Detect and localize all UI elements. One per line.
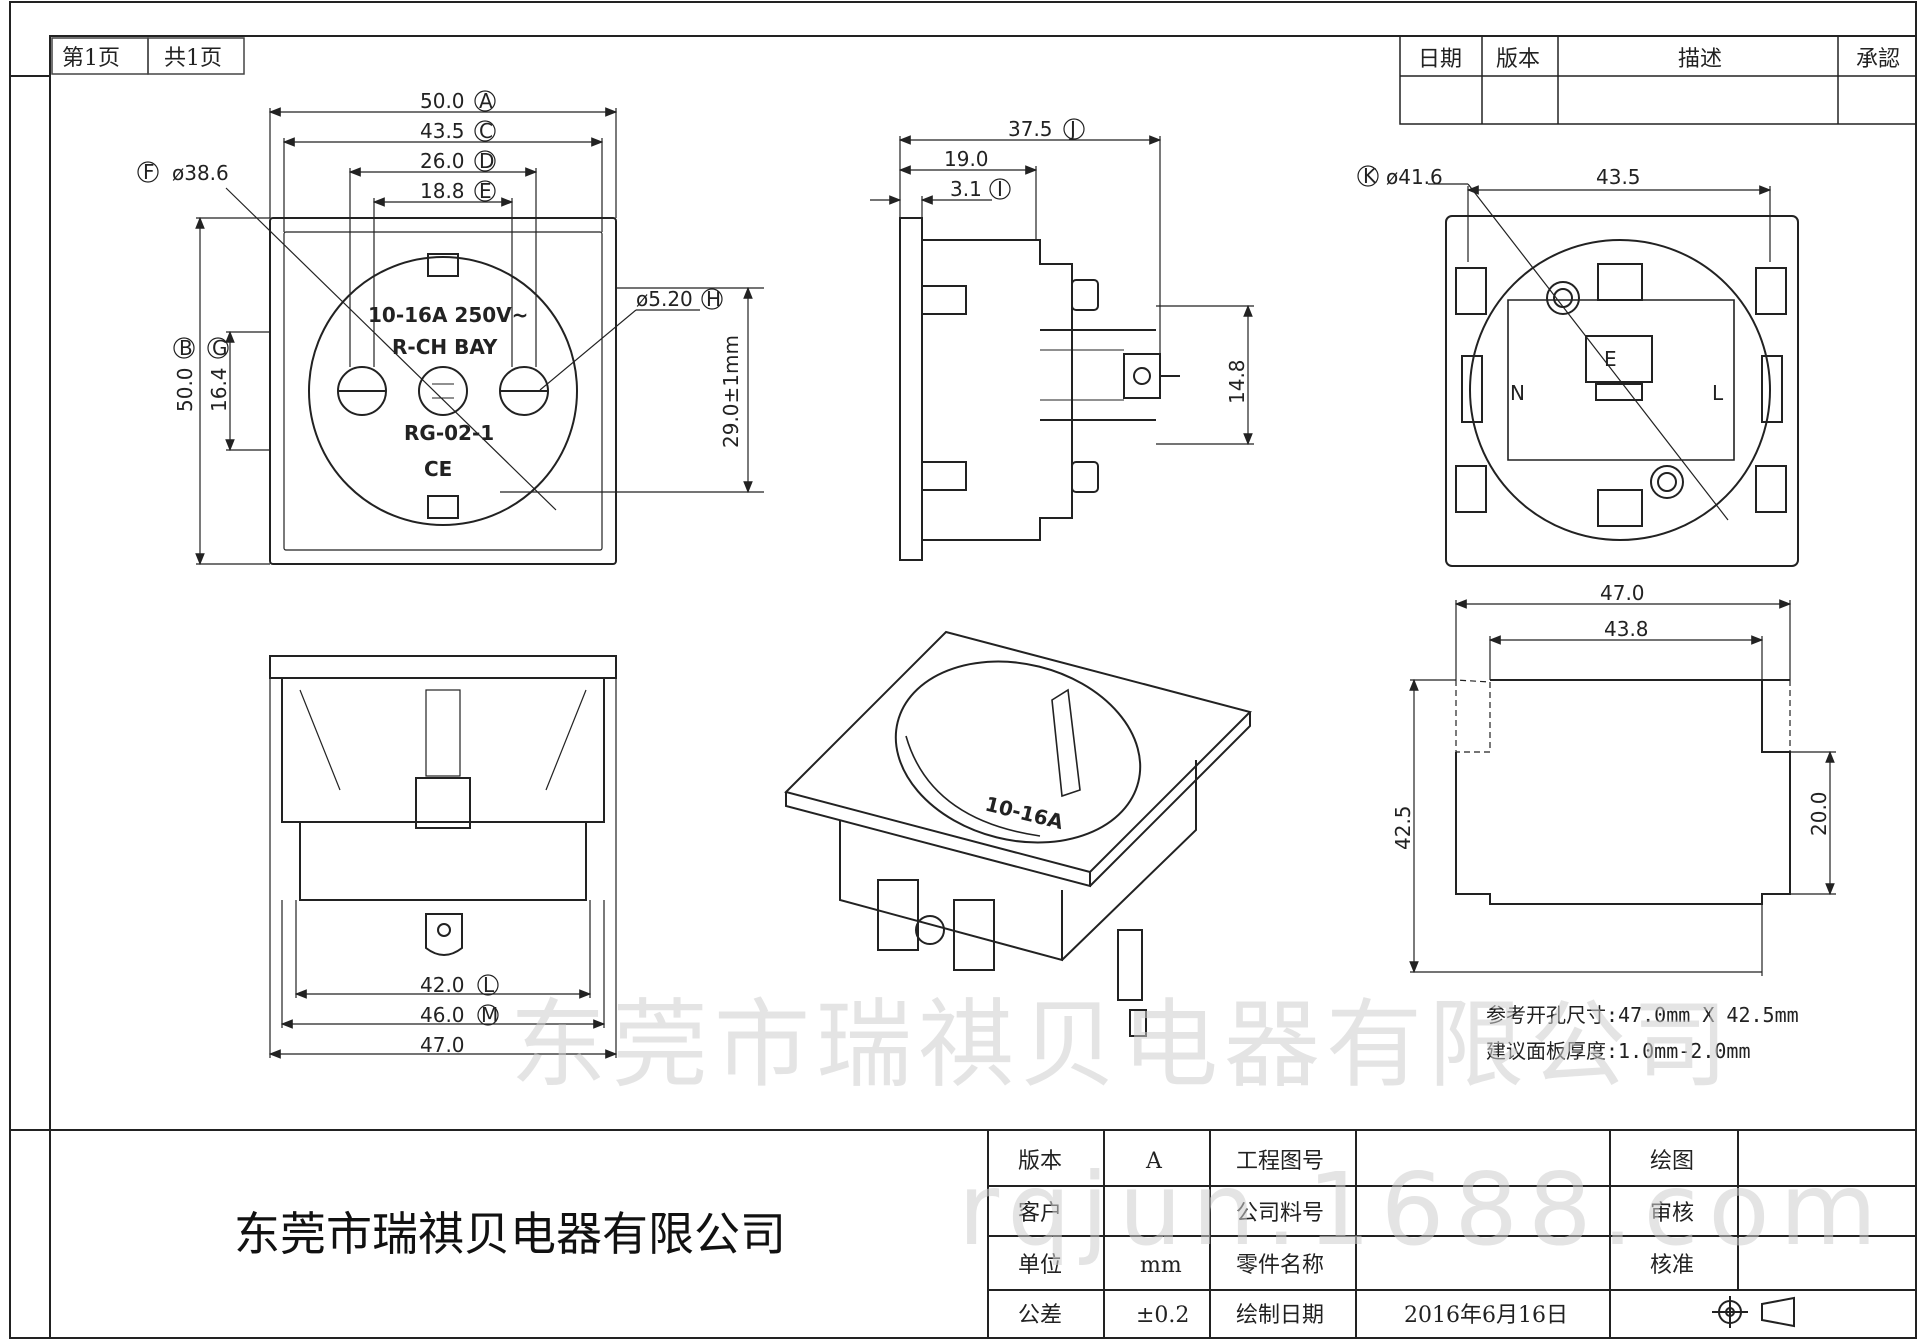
bottom-dim-m-tag: M — [481, 1003, 498, 1027]
bottom-view: 42.0 L 46.0 M 47.0 — [268, 655, 618, 1059]
tb-label-part-code: 公司料号 — [1236, 1201, 1324, 1226]
front-dim-h-tag: H — [706, 287, 721, 311]
revision-table: 日期 版本 描述 承認 — [1399, 35, 1917, 125]
cutout-note-size: 参考开孔尺寸:47.0mm X 42.5mm — [1486, 1003, 1799, 1027]
front-dim-a-tag: A — [479, 89, 493, 113]
cutout-dim-height: 42.5 — [1391, 805, 1415, 850]
rear-dim-k-tag: K — [1363, 164, 1377, 188]
title-company-name: 东莞市瑞祺贝电器有限公司 — [234, 1207, 786, 1261]
tb-label-approved: 核准 — [1650, 1253, 1694, 1278]
tb-value-tolerance: ±0.2 — [1136, 1303, 1189, 1328]
rear-view: N L E K ø41.6 43.5 — [1357, 164, 1799, 567]
page-tabs: 第1页 共1页 — [51, 37, 245, 75]
sheet-frame — [9, 1, 1917, 1339]
front-dim-d: 26.0 — [420, 149, 465, 173]
front-dim-e: 18.8 — [420, 179, 465, 203]
tb-label-tolerance: 公差 — [1018, 1303, 1062, 1328]
side-dim-i: 3.1 — [950, 177, 982, 201]
side-dim-tab: 14.8 — [1225, 359, 1249, 404]
side-dim-19: 19.0 — [944, 147, 989, 171]
rear-dim-width: 43.5 — [1596, 165, 1641, 189]
front-maker-text: R-CH BAY — [392, 335, 498, 359]
title-block: 东莞市瑞祺贝电器有限公司 版本 A 工程图号 绘图 客户 公司料号 审核 单位 … — [234, 1130, 1916, 1338]
tb-label-checked: 审核 — [1650, 1201, 1694, 1226]
front-dim-h: ø5.20 — [636, 287, 693, 311]
page-number: 第1页 — [62, 46, 120, 71]
tb-label-unit: 单位 — [1018, 1253, 1062, 1278]
front-dim-b: 50.0 — [173, 367, 197, 412]
watermark-company: 东莞市瑞祺贝电器有限公司 — [510, 989, 1734, 1101]
rear-label-e: E — [1604, 347, 1617, 371]
front-view: 10-16A 250V~ R-CH BAY RG-02-1 CE 50.0 A — [137, 89, 764, 566]
tb-label-version: 版本 — [1018, 1149, 1062, 1174]
tb-value-unit: mm — [1140, 1253, 1182, 1278]
cutout-dim-tab: 20.0 — [1807, 791, 1831, 836]
iso-rating-text: 10-16A — [983, 792, 1066, 835]
rear-label-n: N — [1510, 381, 1525, 405]
front-rating-text: 10-16A 250V~ — [368, 303, 528, 327]
front-dim-g-tag: G — [212, 336, 228, 360]
bottom-dim-m: 46.0 — [420, 1003, 465, 1027]
cutout-dim-inner: 43.8 — [1604, 617, 1649, 641]
cutout-dim-width: 47.0 — [1600, 581, 1645, 605]
revision-approval-header: 承認 — [1856, 47, 1900, 72]
front-dim-e-tag: E — [479, 179, 492, 203]
revision-description-header: 描述 — [1678, 47, 1722, 72]
tb-label-customer: 客户 — [1018, 1201, 1062, 1226]
front-dim-pin-span: 29.0±1mm — [719, 335, 743, 448]
side-dim-j: 37.5 — [1008, 117, 1053, 141]
page-total: 共1页 — [164, 46, 222, 71]
tb-value-version: A — [1145, 1149, 1163, 1174]
tb-label-drawing-no: 工程图号 — [1236, 1149, 1324, 1174]
bottom-dim-l: 42.0 — [420, 973, 465, 997]
front-dim-b-tag: B — [179, 336, 193, 360]
front-dim-g: 16.4 — [207, 367, 231, 412]
isometric-view: 10-16A — [784, 630, 1252, 1037]
projection-symbol — [1712, 1296, 1795, 1328]
front-model-text: RG-02-1 — [404, 421, 494, 445]
side-dim-j-tag: J — [1068, 117, 1076, 141]
revision-date-header: 日期 — [1418, 47, 1462, 72]
front-ce-mark: CE — [424, 457, 452, 481]
front-dim-a: 50.0 — [420, 89, 465, 113]
front-dim-c: 43.5 — [420, 119, 465, 143]
tb-label-date: 绘制日期 — [1236, 1303, 1324, 1328]
front-dim-f: ø38.6 — [172, 161, 229, 185]
front-dim-d-tag: D — [479, 149, 494, 173]
rear-dim-k: ø41.6 — [1386, 165, 1443, 189]
bottom-dim-total: 47.0 — [420, 1033, 465, 1057]
bottom-dim-l-tag: L — [483, 973, 495, 997]
cutout-note-thickness: 建议面板厚度:1.0mm-2.0mm — [1486, 1039, 1751, 1063]
tb-value-date: 2016年6月16日 — [1404, 1303, 1568, 1328]
front-dim-f-tag: F — [143, 160, 155, 184]
side-dim-i-tag: I — [997, 177, 1003, 201]
panel-cutout: 47.0 43.8 42.5 20.0 参考开孔尺寸:47.0mm X 42.5… — [1391, 581, 1836, 1063]
rear-label-l: L — [1712, 381, 1724, 405]
side-view: 37.5 J 19.0 3.1 I 14.8 — [870, 117, 1254, 561]
tb-label-part-name: 零件名称 — [1236, 1253, 1324, 1278]
tb-label-drawn-by: 绘图 — [1650, 1149, 1694, 1174]
revision-version-header: 版本 — [1496, 47, 1540, 72]
watermark-site: rqjun.1688.com — [958, 1151, 1887, 1268]
front-dim-c-tag: C — [479, 119, 493, 143]
